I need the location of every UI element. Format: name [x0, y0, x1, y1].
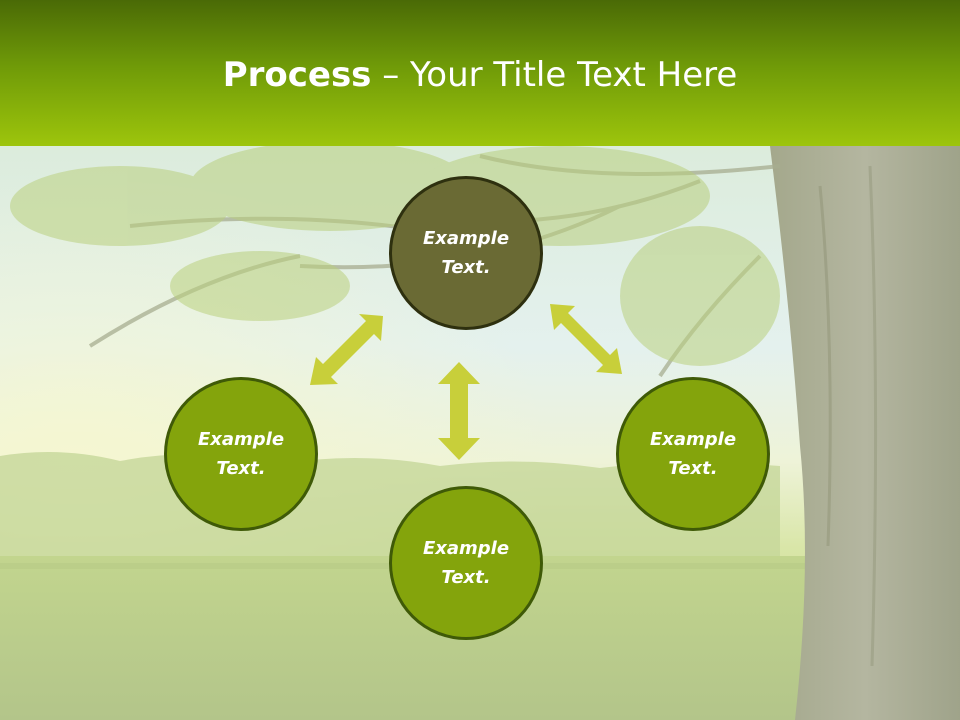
left-node: Example Text.: [164, 377, 318, 531]
slide-title: Process – Your Title Text Here: [0, 50, 960, 100]
bottom-node: Example Text.: [389, 486, 543, 640]
double-arrow-upper-left: [310, 314, 383, 385]
title-bar: Process – Your Title Text Here: [0, 0, 960, 146]
title-bold: Process: [222, 55, 372, 95]
double-arrow-upper-right: [550, 304, 622, 374]
left-node-label: Example Text.: [197, 429, 285, 479]
right-node: Example Text.: [616, 377, 770, 531]
center-node: Example Text.: [389, 176, 543, 330]
double-arrow-vertical: [438, 362, 480, 460]
right-node-label: Example Text.: [649, 429, 737, 479]
bottom-node-label: Example Text.: [422, 538, 510, 588]
center-node-label: Example Text.: [422, 228, 510, 278]
title-rest: – Your Title Text Here: [371, 55, 738, 95]
